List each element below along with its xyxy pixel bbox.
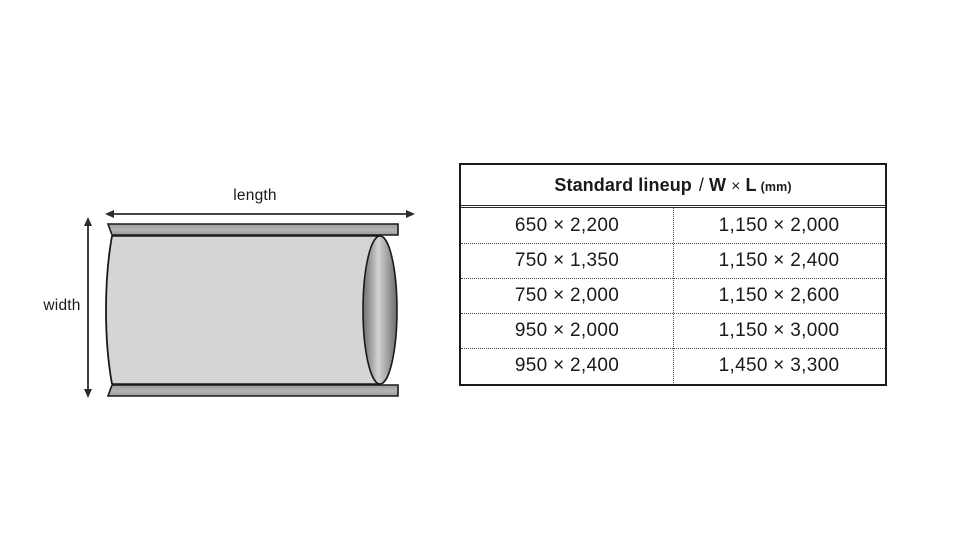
roll-shape [105,223,399,397]
size-cell-right: 1,150 × 2,000 [718,214,840,236]
material-roll-diagram: length width [0,140,450,410]
roll-bottom-strip [106,384,399,397]
table-header-text: Standard lineup / W × L (mm) [554,175,791,196]
table-row: 950 × 2,000 1,150 × 3,000 [461,313,885,348]
size-cell-left: 750 × 1,350 [514,250,620,271]
header-l: L [745,174,757,195]
width-label: width [42,297,80,314]
roll-left-edge [105,235,113,385]
table-row: 750 × 2,000 1,150 × 2,600 [461,278,885,313]
header-separator: / [698,174,704,195]
standard-lineup-table: Standard lineup / W × L (mm) 650 × 2,200… [459,163,887,386]
size-cell-left: 650 × 2,200 [514,214,620,236]
roll-diagram-svg: length width [42,187,415,398]
table-row: 650 × 2,200 1,150 × 2,000 [461,208,885,243]
header-unit: (mm) [760,179,792,194]
size-cell-right: 1,450 × 3,300 [718,355,840,376]
header-w: W [709,174,727,195]
table-row: 950 × 2,400 1,450 × 3,300 [461,348,885,383]
size-cell-left: 750 × 2,000 [514,285,620,306]
length-label: length [233,187,276,204]
table-header: Standard lineup / W × L (mm) [461,165,885,208]
roll-top-strip [106,223,399,236]
size-cell-right: 1,150 × 3,000 [718,320,840,341]
table-row: 750 × 1,350 1,150 × 2,400 [461,243,885,278]
size-cell-right: 1,150 × 2,400 [718,250,840,271]
header-times-icon: × [731,177,741,195]
size-cell-right: 1,150 × 2,600 [718,285,840,306]
table-body: 650 × 2,200 1,150 × 2,000 750 × 1,350 1,… [461,208,885,383]
roll-body-fill [106,236,380,384]
size-cell-left: 950 × 2,400 [514,355,620,376]
header-title: Standard lineup [554,174,692,195]
size-cell-left: 950 × 2,000 [514,320,620,341]
roll-end-cap [362,235,398,385]
